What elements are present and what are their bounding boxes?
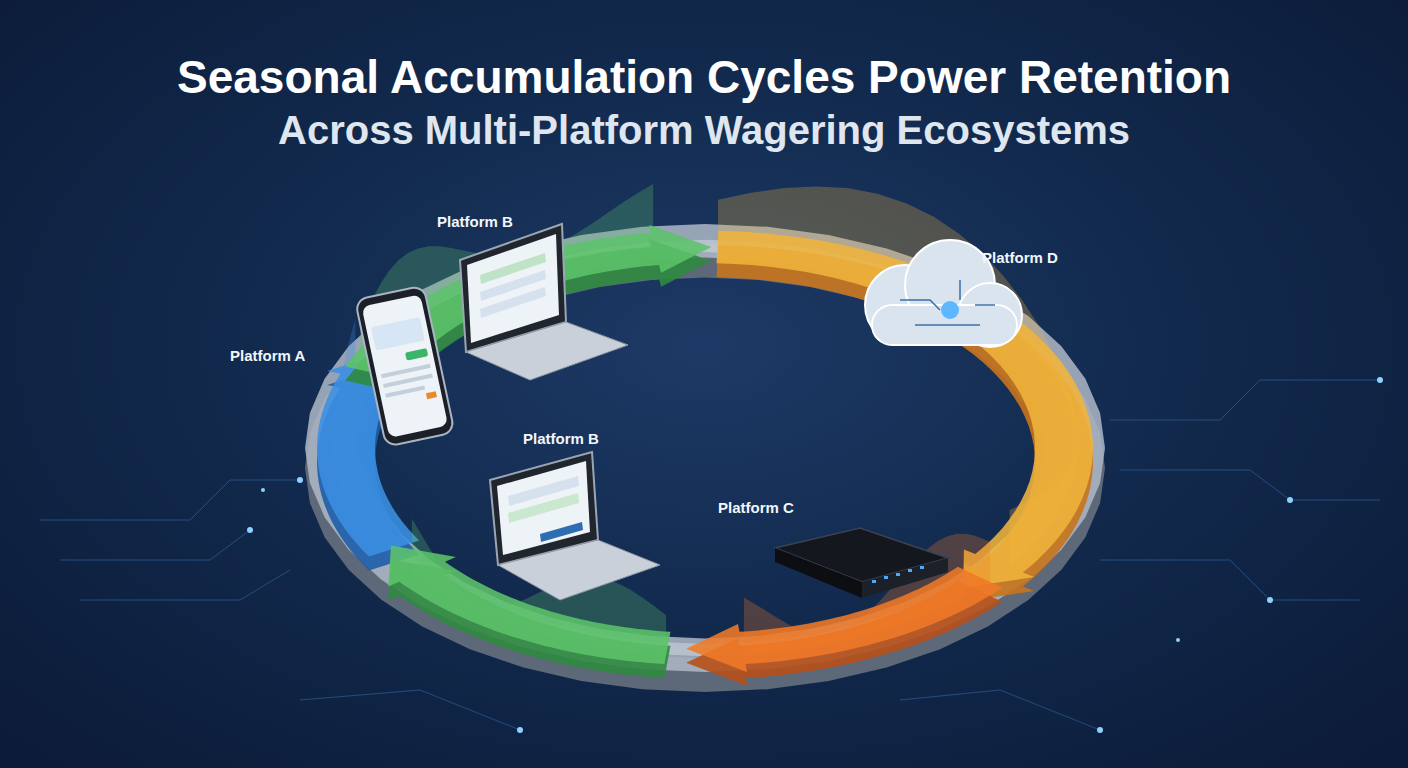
data-wave (718, 186, 1077, 567)
glow-dot (1097, 727, 1103, 733)
phone-screen (362, 294, 449, 438)
screen-card (371, 317, 425, 351)
phone-body (355, 285, 455, 446)
glow-dot (297, 477, 303, 483)
cloud-trace (900, 300, 940, 310)
subtitle: Across Multi-Platform Wagering Ecosystem… (278, 108, 1130, 153)
console-side (775, 548, 862, 598)
platform-label: Platform D (982, 249, 1058, 266)
ring-group (305, 184, 1105, 692)
screen-badge (426, 391, 437, 399)
screen-row (508, 493, 579, 523)
laptop-screen (497, 461, 590, 555)
console-front (862, 558, 948, 598)
screen-row (480, 287, 546, 318)
circuit-trace (40, 480, 300, 520)
ring-edge (305, 244, 1105, 692)
cloud-core (941, 301, 959, 319)
laptop-icon (460, 224, 628, 380)
status-light (896, 573, 900, 576)
glow-dot (261, 488, 265, 492)
platform-label: Platform B (437, 213, 513, 230)
status-light (920, 566, 924, 569)
circuit-trace (300, 690, 520, 730)
glow-dot (247, 527, 253, 533)
status-light (884, 576, 888, 579)
screen-line (385, 385, 425, 397)
circuit-trace (1120, 470, 1380, 500)
platform-label: Platform C (718, 499, 794, 516)
phone-icon (355, 285, 455, 446)
cloud-trace (960, 280, 995, 305)
circuit-trace (80, 570, 290, 600)
device-icons (355, 224, 1022, 600)
glow-dot (1267, 597, 1273, 603)
screen-button (405, 348, 428, 360)
cloud-trace (915, 324, 980, 326)
console-icon (775, 528, 948, 598)
laptop-base (498, 540, 660, 600)
screen-button (540, 522, 583, 542)
circuit-trace (900, 690, 1100, 730)
status-light (872, 580, 876, 583)
screen-line (383, 374, 433, 388)
platform-label: Platform A (230, 347, 305, 364)
title: Seasonal Accumulation Cycles Power Reten… (177, 50, 1231, 104)
platform-label: Platform B (523, 430, 599, 447)
laptop-screen (467, 234, 559, 343)
glow-dot (1287, 497, 1293, 503)
circuit-trace (60, 530, 250, 560)
laptop-base (466, 322, 628, 380)
circuit-trace (1100, 560, 1360, 600)
glow-dot (1377, 377, 1383, 383)
glow-dot (517, 727, 523, 733)
laptop-icon (490, 452, 660, 600)
circuit-trace (1110, 380, 1380, 420)
glow-dot (1176, 638, 1180, 642)
status-light (908, 569, 912, 572)
